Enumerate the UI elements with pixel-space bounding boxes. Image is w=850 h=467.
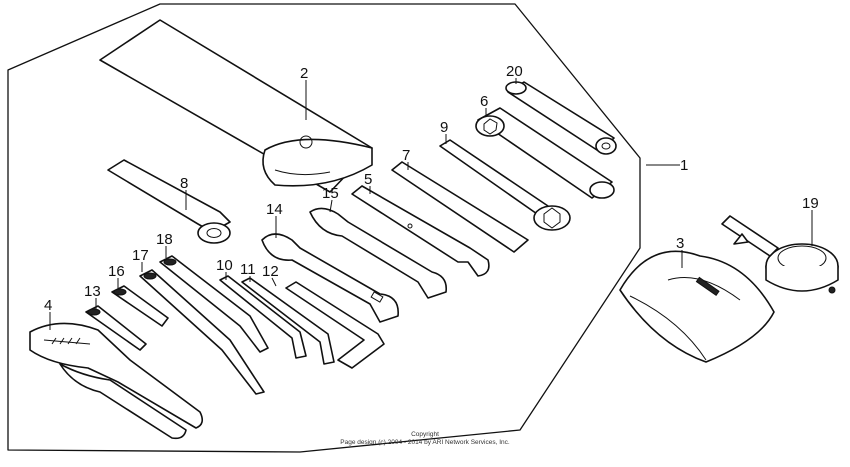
- part-9-box-wrench: [439, 139, 571, 231]
- part-19-gauge-tool: [721, 215, 839, 294]
- part-17-screwdriver: [139, 269, 265, 395]
- callout-9: 9: [440, 119, 448, 136]
- callout-18: 18: [156, 231, 173, 248]
- part-18-screwdriver: [159, 255, 269, 353]
- kit-frame-outline: [7, 3, 641, 453]
- callout-5: 5: [364, 171, 372, 188]
- part-7-flat-bar: [391, 161, 529, 253]
- copyright-notice: Copyright Page design (c) 2004 - 2014 by…: [340, 431, 510, 446]
- part-2-tool-bag: [99, 19, 373, 193]
- callout-16: 16: [108, 263, 125, 280]
- part-13-short-screwdriver: [85, 305, 147, 351]
- part-4-pliers: [29, 322, 204, 440]
- callout-8: 8: [180, 175, 188, 192]
- part-16-screwdriver-bit: [111, 285, 169, 327]
- part-11-hex-key: [241, 277, 335, 365]
- part-12-hex-key: [285, 281, 385, 369]
- part-6-socket-tube: [475, 107, 615, 199]
- callout-1: 1: [680, 157, 688, 174]
- callout-19: 19: [802, 195, 819, 212]
- callout-7: 7: [402, 147, 410, 164]
- callout-4: 4: [44, 297, 52, 314]
- callout-6: 6: [480, 93, 488, 110]
- callout-3: 3: [676, 235, 684, 252]
- callout-17: 17: [132, 247, 149, 264]
- leader-lines: [49, 78, 813, 330]
- part-15-open-wrench: [309, 207, 448, 299]
- part-20-socket-bar: [505, 81, 617, 155]
- part-5-hook-wrench: [351, 185, 490, 277]
- copyright-line-2: Page design (c) 2004 - 2014 by ARI Netwo…: [340, 439, 510, 446]
- callout-12: 12: [262, 263, 279, 280]
- callout-10: 10: [216, 257, 233, 274]
- part-10-hex-key: [219, 275, 307, 359]
- callout-labels: 1 2 3 4 5 6 7 8 9 10 11 12 13 14 15 16 1…: [44, 63, 819, 314]
- part-14-open-wrench: [261, 233, 399, 323]
- callout-20: 20: [506, 63, 523, 80]
- part-3-soft-case: [619, 250, 775, 363]
- callout-2: 2: [300, 65, 308, 82]
- copyright-line-1: Copyright: [411, 431, 439, 438]
- part-8-ring-wrench: [107, 159, 231, 244]
- callout-13: 13: [84, 283, 101, 300]
- callout-14: 14: [266, 201, 283, 218]
- callout-15: 15: [322, 185, 339, 202]
- callout-11: 11: [240, 261, 256, 278]
